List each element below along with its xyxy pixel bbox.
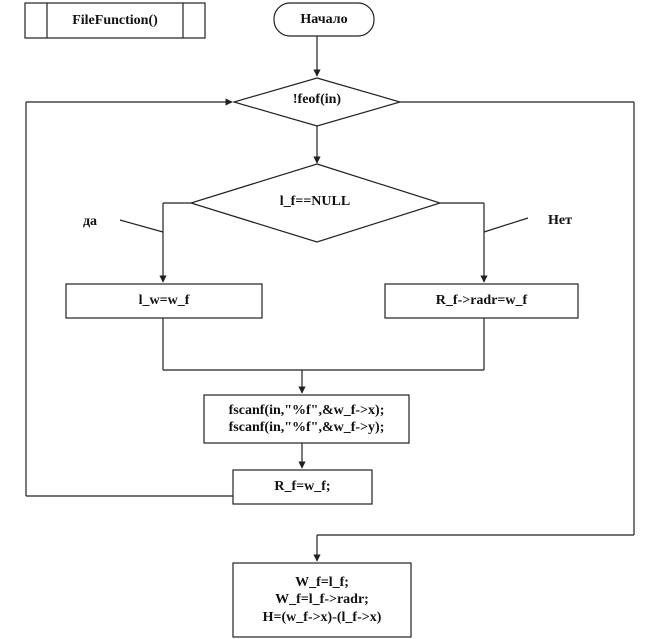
read-box [203,394,410,444]
no-label: Нет [548,213,572,229]
final-line-2: W_f=l_f->radr; [275,592,369,608]
start-label: Начало [300,11,348,27]
function-name: FileFunction() [72,12,158,28]
read-line-1: fscanf(in,"%f",&w_f->x); [228,402,385,418]
assign-box [232,469,373,505]
yes-label: да [82,214,98,230]
branch-decision-diamond [188,163,442,243]
final-box [232,562,412,638]
final-line-1: W_f=l_f; [295,574,349,590]
left-action-label: l_w=w_f [138,293,190,309]
read-label: fscanf(in,"%f",&w_f->x); fscanf(in,"%f",… [204,395,409,443]
read-line-2: fscanf(in,"%f",&w_f->y); [228,420,385,435]
right-action-label: R_f->radr=w_f [435,293,528,309]
final-label: W_f=l_f; W_f=l_f->radr; H=(w_f->x)-(l_f-… [233,563,411,637]
start-terminator [273,2,375,37]
assign-label: R_f=w_f; [274,479,331,495]
loop-condition: !feof(in) [292,92,342,108]
left-action-box [65,283,263,319]
right-action-box [384,283,579,319]
function-box [24,2,206,39]
branch-condition: l_f==NULL [279,194,351,210]
final-line-3: H=(w_f->x)-(l_f->x) [262,609,382,625]
